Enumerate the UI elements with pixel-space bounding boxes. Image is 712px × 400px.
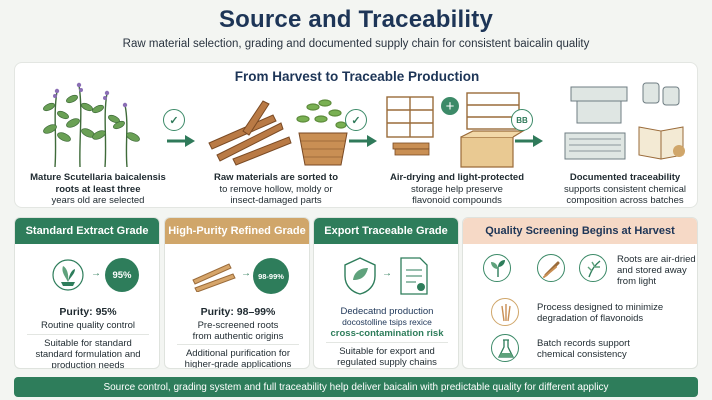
herb-icon [579, 254, 607, 282]
arrow-right-icon: → [382, 268, 392, 279]
drying-storage-icon: + [383, 89, 533, 171]
step-1-line2: roots at least three [55, 183, 141, 195]
roots-icon [192, 263, 236, 292]
page-subtitle: Raw material selection, grading and docu… [122, 38, 590, 50]
step-2-caption: Raw materials are sorted to to remove ho… [201, 172, 351, 207]
divider [177, 344, 299, 345]
leaf-pot-icon [52, 259, 84, 291]
checkmark-icon: ✓ [345, 109, 367, 131]
arrow-right-icon [349, 135, 377, 147]
quality-item-1-line1: Roots are air-dried [617, 254, 696, 265]
shield-leaf-icon [344, 257, 376, 295]
quality-item-3-line2: chemical consistency [537, 349, 627, 360]
quality-item-1-line2: and stored away [617, 265, 687, 276]
grade-card-title: Export Traceable Grade [314, 218, 458, 244]
step-3-caption: Air-drying and light-protected storage h… [377, 172, 537, 207]
process-title: From Harvest to Traceable Production [234, 69, 480, 84]
quality-screening-panel: Quality Screening Begins at Harvest Root… [462, 217, 698, 369]
arrow-right-icon: → [91, 268, 101, 279]
quality-item-2-line2: degradation of flavonoids [537, 313, 644, 324]
step-4-caption: Documented traceability supports consist… [551, 172, 699, 207]
quality-item-2-line1: Process designed to minimize [537, 302, 664, 313]
process-panel: From Harvest to Traceable Production [14, 62, 698, 208]
grade-line-3: cross-contamination risk [330, 328, 444, 339]
grade-line-1: Routine quality control [41, 320, 135, 331]
grade-line-4: production needs [51, 360, 125, 369]
grade-icons: → [314, 250, 458, 302]
step-4-line1: Documented traceability [569, 172, 681, 183]
divider [326, 342, 448, 343]
grade-line-1: Dedecatnd production [340, 306, 434, 317]
step-1-line1: Mature Scutellaria baicalensis [30, 172, 166, 183]
step-2-line1: Raw materials are sorted to [213, 172, 339, 183]
step-4-line2: supports consistent chemical [564, 183, 686, 195]
arrow-right-icon: → [241, 268, 251, 279]
quality-item-1-line3: from light [617, 276, 657, 287]
step-2-line3: insect-damaged parts [230, 195, 322, 206]
sorted-roots-icon [203, 93, 353, 171]
step-3-line1: Air-drying and light-protected [389, 172, 525, 183]
step-1-line3: years old are selected [51, 195, 145, 206]
purity-label: Purity: 98–99% [200, 306, 276, 318]
root-icon [537, 254, 565, 282]
grade-line-1: Pre-screened roots [197, 320, 279, 331]
page-title: Source and Traceability [218, 6, 494, 33]
scutellaria-plant-icon [35, 77, 155, 169]
grade-line-4: Suitable for export and [339, 346, 435, 357]
svg-text:+: + [446, 98, 455, 115]
step-3-line2: storage help preserve [411, 183, 503, 195]
quality-item-3-line1: Batch records support [537, 338, 630, 349]
step-3-line3: flavonoid compounds [412, 195, 502, 206]
step-2-line2: to remove hollow, moldy or [219, 183, 333, 195]
quality-screening-title: Quality Screening Begins at Harvest [463, 218, 697, 244]
grade-line-2: Suitable for standard [44, 338, 132, 349]
quality-item-3: Batch records support chemical consisten… [537, 338, 697, 360]
document-icon [400, 257, 428, 295]
bb-badge-icon: BB [511, 109, 533, 131]
grade-card-high-purity: High-Purity Refined Grade → 98-99% Purit… [164, 217, 310, 369]
grade-line-3: standard formulation and [35, 349, 141, 360]
grade-card-title: High-Purity Refined Grade [165, 218, 309, 244]
grade-icons: → 98-99% [165, 250, 309, 302]
footer-banner: Source control, grading system and full … [14, 377, 698, 397]
root-bundle-icon [491, 298, 519, 326]
grade-card-title: Standard Extract Grade [15, 218, 159, 244]
purity-badge: 98-99% [253, 258, 289, 294]
grade-line-3: Additional purification for [185, 348, 291, 359]
documentation-icon [555, 79, 695, 169]
grade-line-2: docostolline tsips rexice [342, 317, 432, 327]
quality-item-2: Process designed to minimize degradation… [537, 302, 697, 324]
flask-icon [491, 334, 519, 362]
checkmark-icon: ✓ [163, 109, 185, 131]
purity-label: Purity: 95% [59, 306, 117, 318]
arrow-right-icon [167, 135, 195, 147]
arrow-right-icon [515, 135, 543, 147]
grade-card-standard: Standard Extract Grade → 95% Purity: 95%… [14, 217, 160, 369]
grade-line-2: from authentic origins [192, 331, 284, 342]
grade-icons: → 95% [15, 250, 159, 302]
divider [27, 334, 149, 335]
grade-card-export: Export Traceable Grade → Dedecatnd produ… [313, 217, 459, 369]
step-1-caption: Mature Scutellaria baicalensis roots at … [23, 172, 173, 207]
quality-item-1: Roots are air-dried and stored away from… [617, 254, 697, 287]
grade-line-5: regulated supply chains [337, 357, 437, 368]
purity-badge: 95% [105, 258, 139, 292]
grade-line-4: higher-grade applications [184, 359, 292, 369]
seedling-icon [483, 254, 511, 282]
step-4-line3: composition across batches [566, 195, 684, 206]
